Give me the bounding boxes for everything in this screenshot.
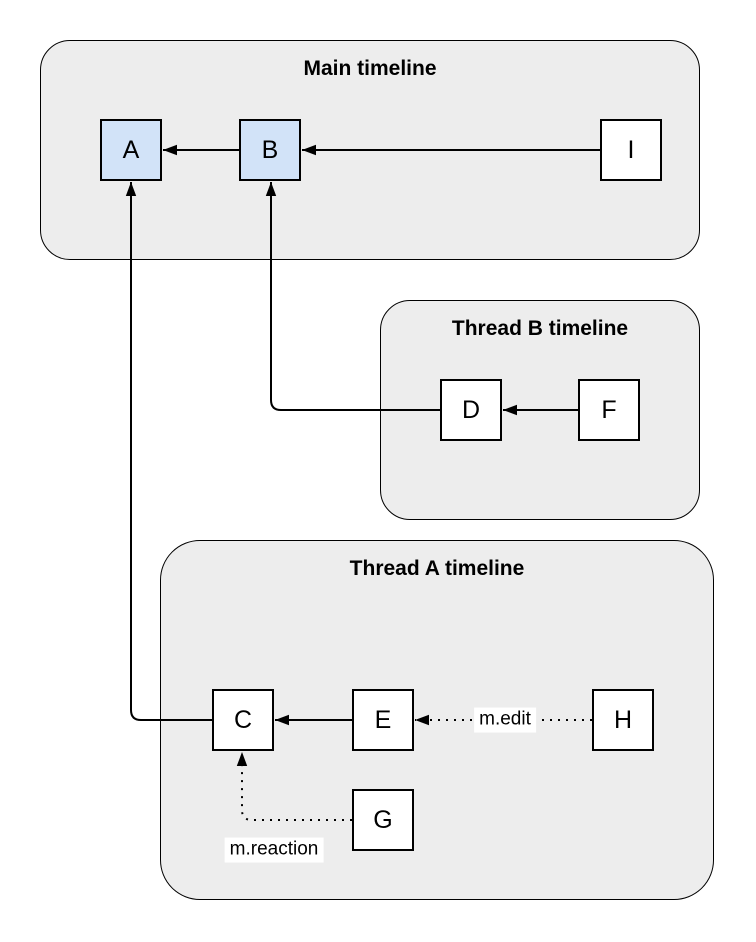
- thread-a-timeline-title: Thread A timeline: [349, 557, 525, 580]
- node-g-label: G: [373, 805, 393, 834]
- node-c-label: C: [233, 705, 253, 734]
- node-f: F: [578, 379, 640, 441]
- node-d: D: [440, 379, 502, 441]
- node-b: B: [239, 119, 301, 181]
- node-e: E: [352, 689, 414, 751]
- main-timeline-title: Main timeline: [303, 57, 437, 80]
- edge-label-m-edit: m.edit: [474, 707, 536, 733]
- container-thread-b-timeline: Thread B timeline: [380, 300, 700, 520]
- node-b-label: B: [261, 135, 279, 164]
- edge-label-m-reaction: m.reaction: [224, 837, 324, 863]
- node-i-label: I: [627, 135, 635, 164]
- node-c: C: [212, 689, 274, 751]
- node-i: I: [600, 119, 662, 181]
- node-h: H: [592, 689, 654, 751]
- node-e-label: E: [374, 705, 392, 734]
- node-f-label: F: [601, 395, 617, 424]
- node-g: G: [352, 789, 414, 851]
- thread-b-timeline-title: Thread B timeline: [451, 317, 629, 340]
- node-d-label: D: [461, 395, 481, 424]
- node-h-label: H: [613, 705, 633, 734]
- node-a: A: [100, 119, 162, 181]
- node-a-label: A: [122, 135, 140, 164]
